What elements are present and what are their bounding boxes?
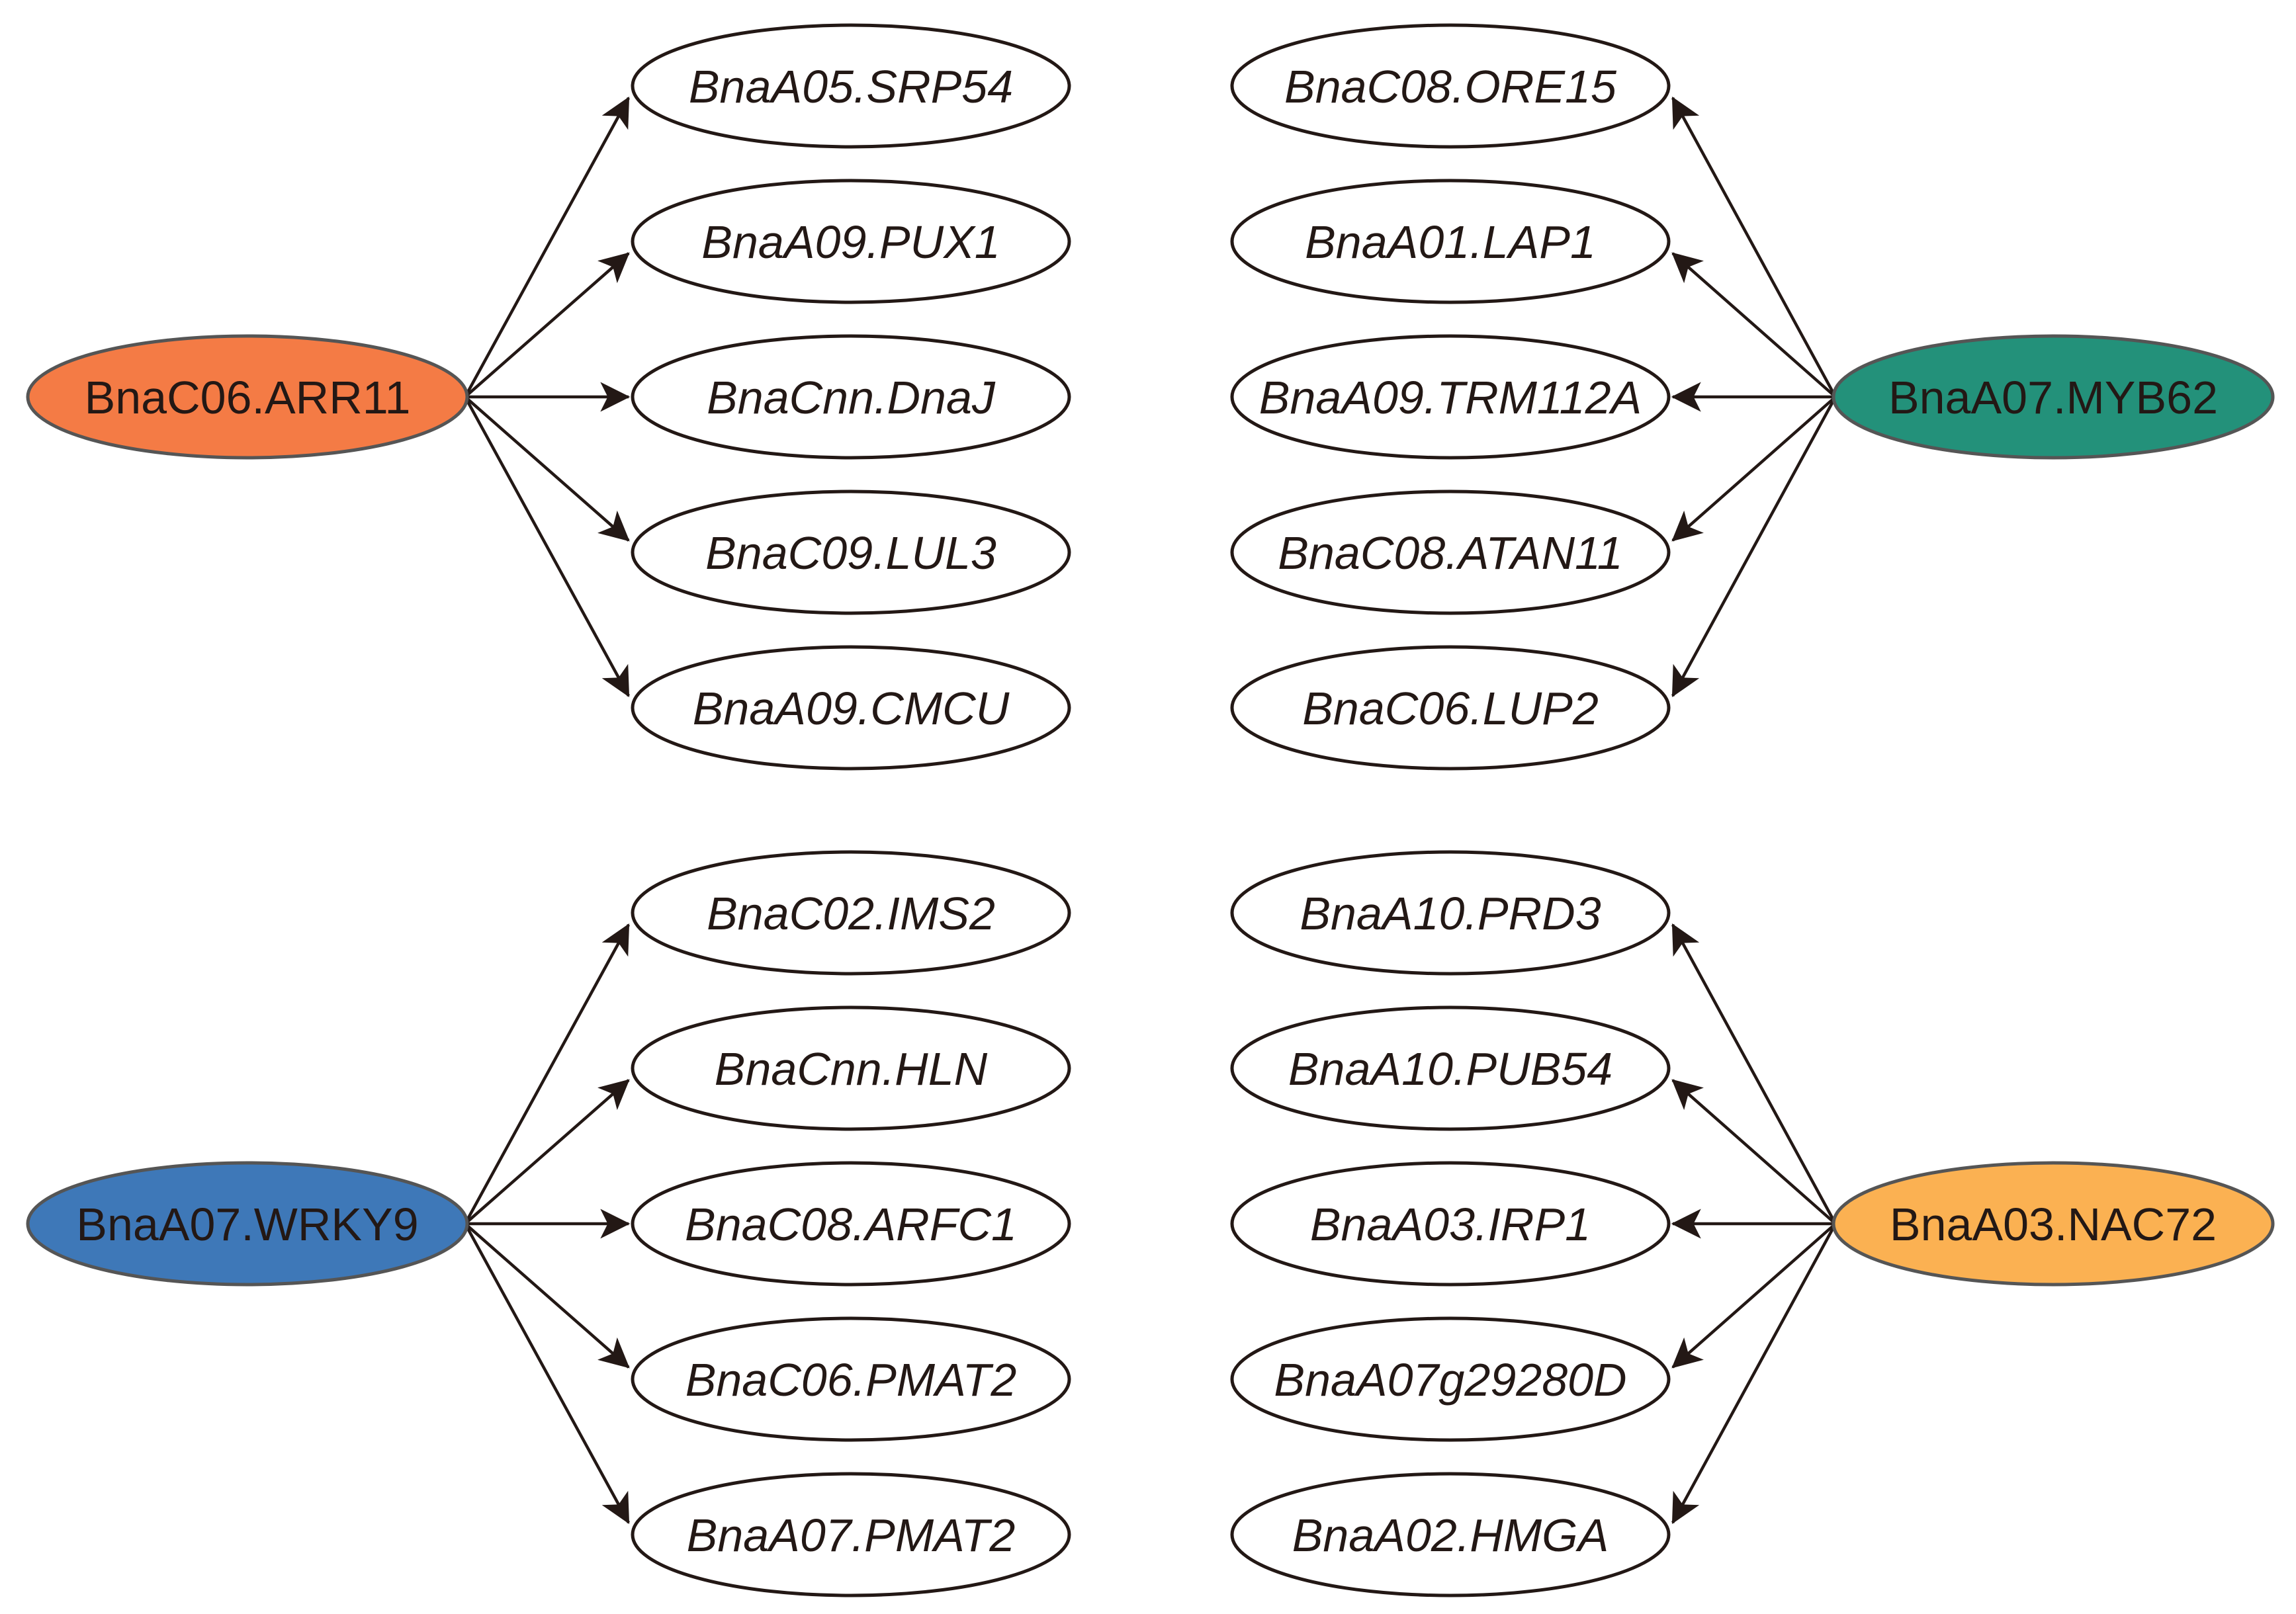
edge-arrow-bnaa02-hmga xyxy=(1671,1222,1837,1524)
target-label: BnaA07.PMAT2 xyxy=(687,1509,1016,1561)
network-panel-bnaa07-myb62: BnaA07.MYB62 BnaC08.ORE15BnaA01.LAP1BnaA0… xyxy=(1230,23,2275,771)
target-label: BnaA09.TRM112A xyxy=(1259,372,1642,423)
target-node[interactable]: BnaA10.PRD3 xyxy=(1230,850,1671,976)
target-label: BnaC09.LUL3 xyxy=(705,527,996,579)
target-node[interactable]: BnaC09.LUL3 xyxy=(631,489,1071,615)
target-node[interactable]: BnaC02.IMS2 xyxy=(631,850,1071,976)
target-label: BnaA10.PUB54 xyxy=(1288,1043,1612,1095)
edge-arrow-bnaa05-srp54 xyxy=(464,97,630,398)
target-ellipse xyxy=(631,23,1071,149)
edge-arrow-bnac08-atan11 xyxy=(1671,396,1837,542)
target-label: BnaA10.PRD3 xyxy=(1300,888,1601,939)
target-label: BnaC02.IMS2 xyxy=(707,888,995,939)
target-ellipse xyxy=(631,1316,1071,1442)
hub-ellipse xyxy=(1832,1161,2275,1287)
edge-group xyxy=(464,97,631,697)
edge-group xyxy=(464,923,631,1524)
target-label: BnaA05.SRP54 xyxy=(689,61,1013,112)
target-ellipse xyxy=(631,645,1071,771)
hub-node[interactable]: BnaC06.ARR11 xyxy=(26,334,469,460)
edge-arrow-bnac06-pmat2 xyxy=(464,1222,630,1369)
edge-arrow-bnaa10-prd3 xyxy=(1671,923,1837,1225)
edge-group xyxy=(1671,923,1837,1524)
target-ellipse xyxy=(1230,1316,1671,1442)
target-node[interactable]: BnaC08.ATAN11 xyxy=(1230,489,1671,615)
target-label: BnaC06.PMAT2 xyxy=(685,1354,1017,1406)
target-ellipse xyxy=(1230,489,1671,615)
edge-arrow-bnac06-lup2 xyxy=(1671,396,1837,697)
hub-node[interactable]: BnaA07.MYB62 xyxy=(1832,334,2275,460)
target-node[interactable]: BnaC06.LUP2 xyxy=(1230,645,1671,771)
target-label: BnaA03.IRP1 xyxy=(1310,1199,1591,1250)
target-node[interactable]: BnaA05.SRP54 xyxy=(631,23,1071,149)
hub-ellipse xyxy=(26,334,469,460)
edge-arrow-bnaa01-lap1 xyxy=(1671,252,1837,398)
target-ellipse xyxy=(1230,179,1671,304)
target-label: BnaC08.ARFC1 xyxy=(685,1199,1017,1250)
network-panel-bnaa03-nac72: BnaA03.NAC72 BnaA10.PRD3BnaA10.PUB54BnaA0… xyxy=(1230,850,2275,1597)
target-ellipse xyxy=(1230,1161,1671,1287)
edge-arrow-bnaa07-pmat2 xyxy=(464,1222,630,1524)
edge-arrow-bnacnn-hln xyxy=(464,1079,630,1225)
hub-label: BnaA03.NAC72 xyxy=(1890,1199,2217,1250)
target-node[interactable]: BnaA09.PUX1 xyxy=(631,179,1071,304)
edge-arrow-bnac08-ore15 xyxy=(1671,97,1837,398)
hub-label: BnaA07.MYB62 xyxy=(1888,372,2218,423)
target-node[interactable]: BnaA07g29280D xyxy=(1230,1316,1671,1442)
target-label: BnaCnn.DnaJ xyxy=(707,372,996,423)
hub-ellipse xyxy=(1832,334,2275,460)
hub-label: BnaC06.ARR11 xyxy=(85,372,411,423)
target-node[interactable]: BnaA07.PMAT2 xyxy=(631,1472,1071,1597)
target-ellipse xyxy=(631,1161,1071,1287)
target-ellipse xyxy=(631,334,1071,460)
target-node[interactable]: BnaA02.HMGA xyxy=(1230,1472,1671,1597)
target-node[interactable]: BnaA03.IRP1 xyxy=(1230,1161,1671,1287)
edge-arrow-bnaa07g29280d xyxy=(1671,1222,1837,1369)
target-label: BnaA09.PUX1 xyxy=(701,216,1000,268)
target-ellipse xyxy=(1230,334,1671,460)
target-node[interactable]: BnaA10.PUB54 xyxy=(1230,1005,1671,1131)
target-node[interactable]: BnaA01.LAP1 xyxy=(1230,179,1671,304)
target-node[interactable]: BnaCnn.DnaJ xyxy=(631,334,1071,460)
target-node[interactable]: BnaC06.PMAT2 xyxy=(631,1316,1071,1442)
target-label: BnaA02.HMGA xyxy=(1292,1509,1609,1561)
target-node[interactable]: BnaC08.ORE15 xyxy=(1230,23,1671,149)
target-ellipse xyxy=(1230,850,1671,976)
target-ellipse xyxy=(1230,23,1671,149)
edge-group xyxy=(1671,97,1837,697)
target-ellipse xyxy=(1230,1472,1671,1597)
target-ellipse xyxy=(631,850,1071,976)
target-ellipse xyxy=(631,179,1071,304)
target-label: BnaA07g29280D xyxy=(1274,1354,1626,1406)
target-label: BnaCnn.HLN xyxy=(715,1043,988,1095)
hub-ellipse xyxy=(26,1161,469,1287)
edge-arrow-bnac09-lul3 xyxy=(464,396,630,542)
hub-label: BnaA07.WRKY9 xyxy=(76,1199,418,1250)
target-label: BnaC08.ATAN11 xyxy=(1278,527,1622,579)
edge-arrow-bnaa09-pux1 xyxy=(464,252,630,398)
target-ellipse xyxy=(631,489,1071,615)
target-label: BnaA09.CMCU xyxy=(693,683,1010,734)
network-panel-bnac06-arr11: BnaC06.ARR11 BnaA05.SRP54BnaA09.PUX1BnaCn… xyxy=(26,23,1071,771)
target-label: BnaA01.LAP1 xyxy=(1305,216,1596,268)
edge-arrow-bnaa10-pub54 xyxy=(1671,1079,1837,1225)
target-label: BnaC08.ORE15 xyxy=(1284,61,1617,112)
hub-node[interactable]: BnaA03.NAC72 xyxy=(1832,1161,2275,1287)
hub-node[interactable]: BnaA07.WRKY9 xyxy=(26,1161,469,1287)
target-ellipse xyxy=(1230,645,1671,771)
target-ellipse xyxy=(1230,1005,1671,1131)
target-label: BnaC06.LUP2 xyxy=(1302,683,1599,734)
edge-arrow-bnac02-ims2 xyxy=(464,923,630,1225)
target-node[interactable]: BnaC08.ARFC1 xyxy=(631,1161,1071,1287)
target-node[interactable]: BnaA09.CMCU xyxy=(631,645,1071,771)
target-ellipse xyxy=(631,1005,1071,1131)
target-node[interactable]: BnaA09.TRM112A xyxy=(1230,334,1671,460)
target-ellipse xyxy=(631,1472,1071,1597)
target-node[interactable]: BnaCnn.HLN xyxy=(631,1005,1071,1131)
edge-arrow-bnaa09-cmcu xyxy=(464,396,630,697)
